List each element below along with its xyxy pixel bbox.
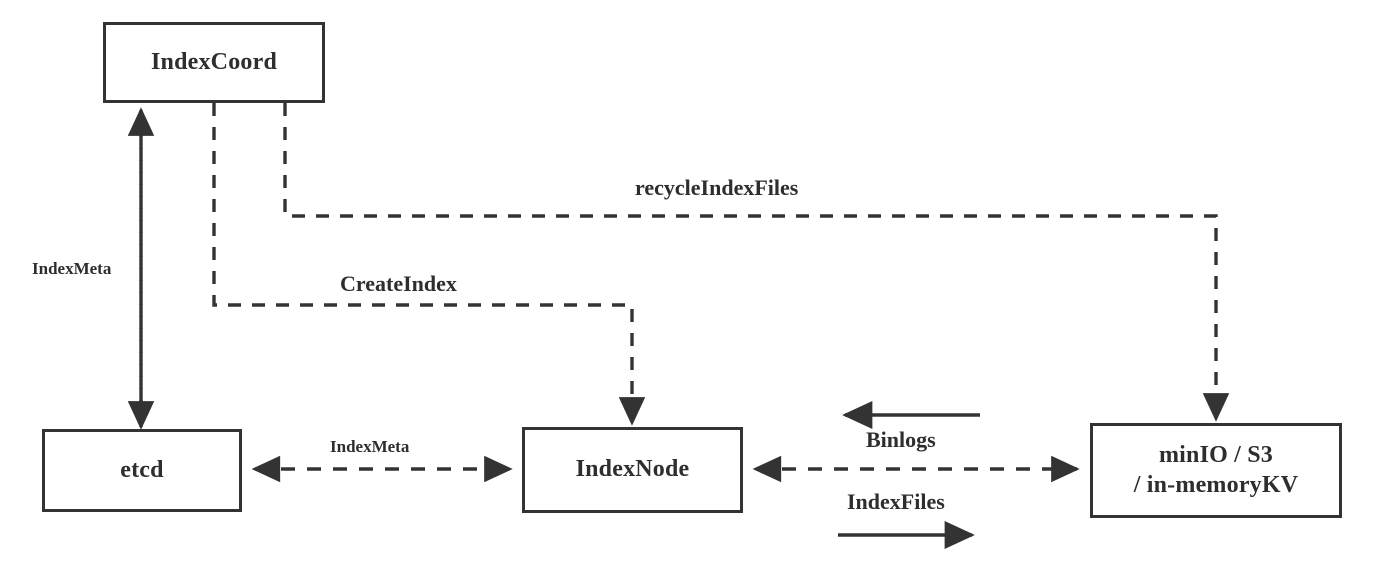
edge-createindex-indexcoord-indexnode <box>212 103 646 426</box>
edge-label-indexmeta-middle: IndexMeta <box>330 437 410 456</box>
edge-line <box>283 103 1230 422</box>
node-indexcoord-label: IndexCoord <box>150 48 278 75</box>
node-indexcoord[interactable]: IndexCoord <box>103 22 325 103</box>
edge-label-createindex: CreateIndex <box>340 271 457 296</box>
node-indexnode[interactable]: IndexNode <box>522 427 743 513</box>
node-minio-storage[interactable]: minIO / S3 / in-memoryKV <box>1090 423 1342 518</box>
edge-label-indexmeta-left: IndexMeta <box>32 259 112 278</box>
node-minio-storage-label: minIO / S3 / in-memoryKV <box>1133 442 1299 498</box>
node-indexnode-label: IndexNode <box>575 456 690 483</box>
edge-label-recycleindexfiles: recycleIndexFiles <box>635 175 799 200</box>
node-etcd-label: etcd <box>120 456 164 483</box>
edge-recycleindexfiles-indexcoord-minio <box>283 103 1230 422</box>
edge-label-binlogs: Binlogs <box>866 427 936 452</box>
edge-line <box>212 103 646 426</box>
edge-label-indexfiles: IndexFiles <box>847 489 945 514</box>
node-etcd[interactable]: etcd <box>42 429 242 512</box>
